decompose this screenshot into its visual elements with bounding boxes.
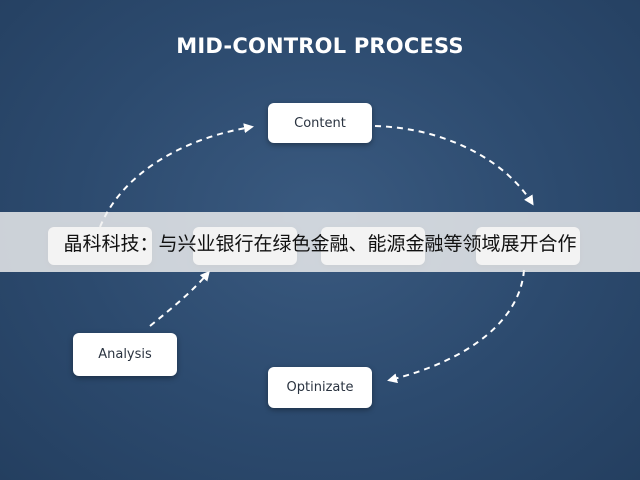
node-content-label: Content [294,115,346,131]
node-analysis-label: Analysis [98,347,152,362]
arrow-right-to-optimize [387,269,525,384]
node-optimize: Optinizate [268,367,372,408]
node-content: Content [268,103,372,143]
diagram-title: MID-CONTROL PROCESS [176,34,464,58]
arrow-content-to-right [374,125,534,206]
arrow-analysis-upward [149,270,210,327]
node-optimize-label: Optinizate [286,380,354,395]
node-analysis: Analysis [73,333,177,376]
caption-banner: 晶科科技：与兴业银行在绿色金融、能源金融等领域展开合作 [0,212,640,272]
caption-text: 晶科科技：与兴业银行在绿色金融、能源金融等领域展开合作 [63,232,577,255]
